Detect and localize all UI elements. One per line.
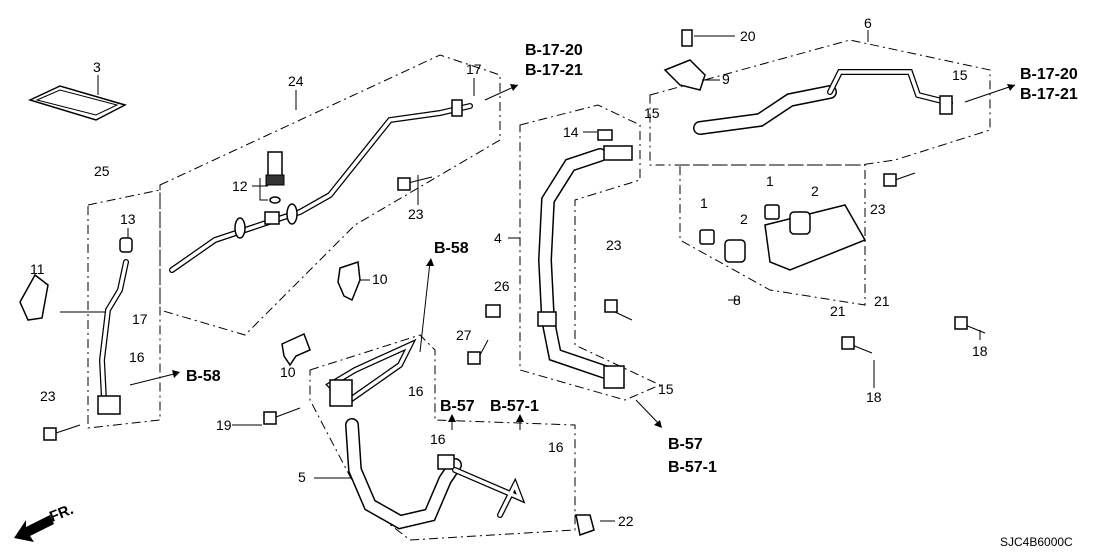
part-6-pipe — [663, 29, 953, 135]
callout: 23 — [606, 237, 622, 253]
callout: 4 — [494, 230, 502, 246]
callout: 23 — [40, 388, 56, 404]
callout: 11 — [30, 261, 45, 277]
reference-label[interactable]: B-57-1 — [668, 459, 717, 476]
reference-label[interactable]: B-17-21 — [525, 62, 583, 79]
reference-label[interactable]: B-58 — [434, 240, 469, 257]
part-8-bracket — [699, 204, 867, 271]
group-24-outline — [159, 54, 501, 336]
reference-arrows — [129, 84, 1016, 430]
part-12-sensor — [265, 151, 285, 204]
leader-lines — [60, 30, 981, 522]
reference-label[interactable]: B-17-21 — [1020, 86, 1078, 103]
callout: 15 — [952, 67, 968, 83]
part-24-pipe — [169, 99, 473, 273]
group-25-outline — [87, 189, 161, 429]
callout: 23 — [408, 206, 424, 222]
part-9-clip — [663, 59, 706, 91]
reference-label[interactable]: B-57 — [668, 436, 703, 453]
callout: 10 — [280, 364, 296, 380]
callout: 2 — [811, 183, 819, 199]
callout: 10 — [372, 271, 388, 287]
callout: 18 — [866, 389, 882, 405]
callout: 16 — [548, 439, 564, 455]
front-direction-indicator: FR. — [14, 501, 76, 542]
callout: 16 — [430, 431, 446, 447]
reference-label[interactable]: B-57 — [440, 398, 475, 415]
group-4-outline — [519, 104, 662, 401]
callout: 3 — [93, 59, 101, 75]
callout: 9 — [722, 71, 730, 87]
callout: 14 — [563, 124, 579, 140]
callout: 6 — [864, 15, 872, 31]
callout: 19 — [216, 417, 232, 433]
reference-label[interactable]: B-57-1 — [490, 398, 539, 415]
callout: 23 — [870, 201, 886, 217]
callout: 17 — [132, 311, 148, 327]
callout: 1 — [766, 173, 774, 189]
callout: 17 — [466, 61, 482, 77]
reference-label[interactable]: B-17-20 — [525, 42, 583, 59]
callout: 16 — [408, 383, 424, 399]
part-11-clip — [19, 273, 49, 321]
callout: 21 — [830, 303, 846, 319]
callout: 12 — [232, 178, 248, 194]
callout: 22 — [618, 513, 634, 529]
reference-labels: B-17-20 B-17-21 B-17-20 B-17-21 B-58 B-5… — [186, 42, 1078, 476]
callout: 24 — [288, 73, 304, 89]
group-outlines — [87, 39, 991, 541]
group-8-outline — [679, 164, 866, 306]
callout: 20 — [740, 28, 756, 44]
callout: 13 — [120, 211, 136, 227]
front-arrow-icon — [14, 515, 54, 542]
group-6-outline — [649, 39, 991, 166]
callout: 27 — [456, 327, 472, 343]
callout: 21 — [874, 293, 890, 309]
callout: 15 — [644, 105, 660, 121]
bolts — [43, 172, 986, 441]
callout: 15 — [658, 381, 674, 397]
part-4-hose — [537, 129, 633, 389]
callout: 26 — [494, 278, 510, 294]
front-label: FR. — [47, 501, 76, 526]
callout-numbers: 3 24 17 25 12 13 11 17 23 10 10 16 23 19… — [30, 15, 988, 529]
callout: 25 — [94, 163, 110, 179]
callout: 2 — [740, 211, 748, 227]
reference-label[interactable]: B-58 — [186, 368, 221, 385]
part-10-clip — [281, 260, 361, 367]
callout: 18 — [972, 343, 988, 359]
part-5-hose — [325, 338, 595, 536]
part-3-pad — [27, 85, 128, 121]
group-5-outline — [309, 334, 576, 541]
callout: 8 — [733, 292, 741, 308]
callout: 1 — [700, 195, 708, 211]
part-25-pipe — [19, 237, 133, 415]
reference-label[interactable]: B-17-20 — [1020, 66, 1078, 83]
callout: 5 — [298, 469, 306, 485]
callout: 16 — [129, 349, 145, 365]
diagram-code: SJC4B6000C — [1000, 535, 1073, 549]
